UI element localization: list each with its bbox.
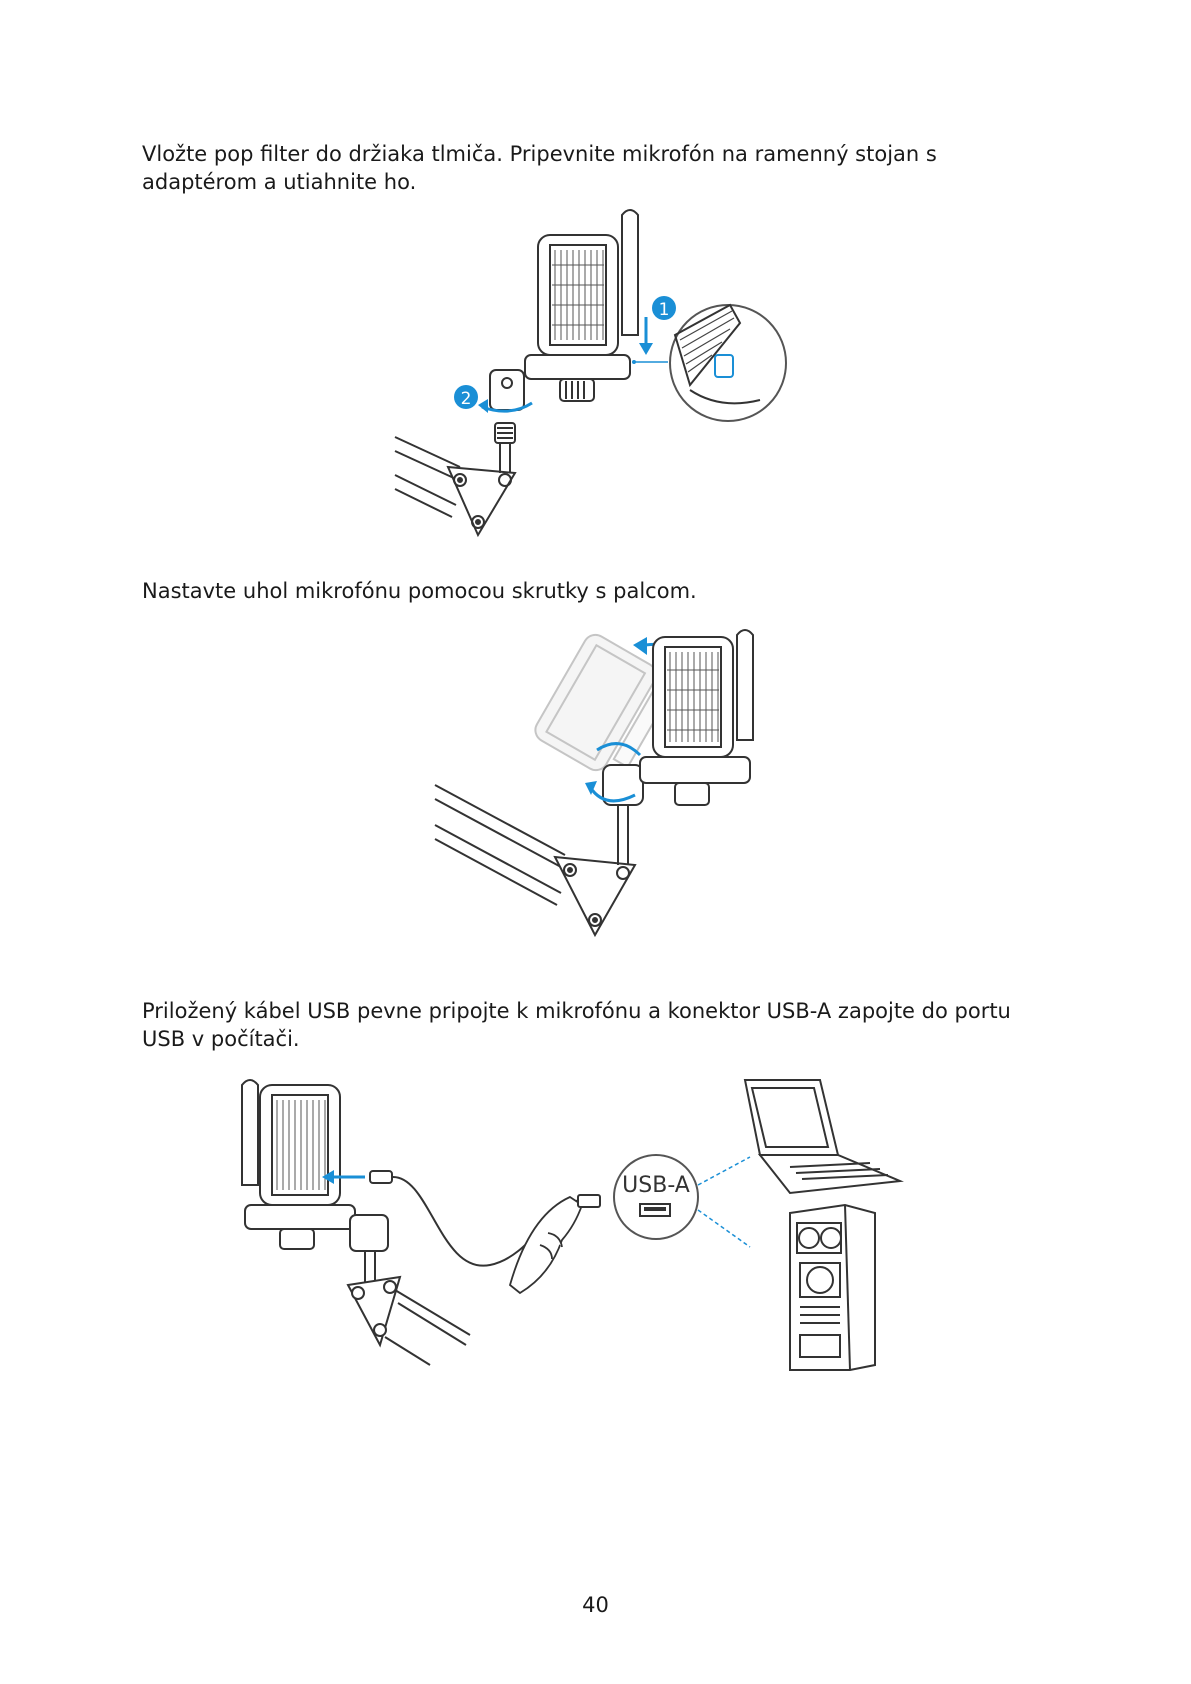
pc-tower-icon	[790, 1205, 875, 1370]
zoom-detail-circle	[670, 305, 786, 421]
instruction-paragraph-1: Vložte pop filter do držiaka tlmiča. Pri…	[142, 140, 1042, 196]
figure-angle-adjust	[425, 615, 805, 975]
instruction-paragraph-3: Priložený kábel USB pevne pripojte k mik…	[142, 997, 1042, 1053]
hand-icon	[510, 1197, 582, 1293]
down-arrow-icon	[639, 343, 653, 355]
step-2-label: 2	[461, 389, 472, 409]
instruction-paragraph-2: Nastavte uhol mikrofónu pomocou skrutky …	[142, 577, 1042, 605]
figure-pop-filter-mount: 2	[390, 205, 810, 555]
figure-usb-connection: USB-A	[230, 1075, 910, 1375]
page-number: 40	[0, 1591, 1191, 1619]
illustration-angle-adjust	[425, 615, 805, 975]
illustration-usb-connection: USB-A	[230, 1075, 910, 1375]
illustration-pop-filter-mount: 2	[390, 205, 810, 555]
usb-a-port-callout: USB-A	[614, 1155, 698, 1239]
usb-a-label: USB-A	[622, 1173, 690, 1198]
step-1-label: 1	[659, 300, 670, 320]
laptop-icon	[745, 1080, 900, 1193]
